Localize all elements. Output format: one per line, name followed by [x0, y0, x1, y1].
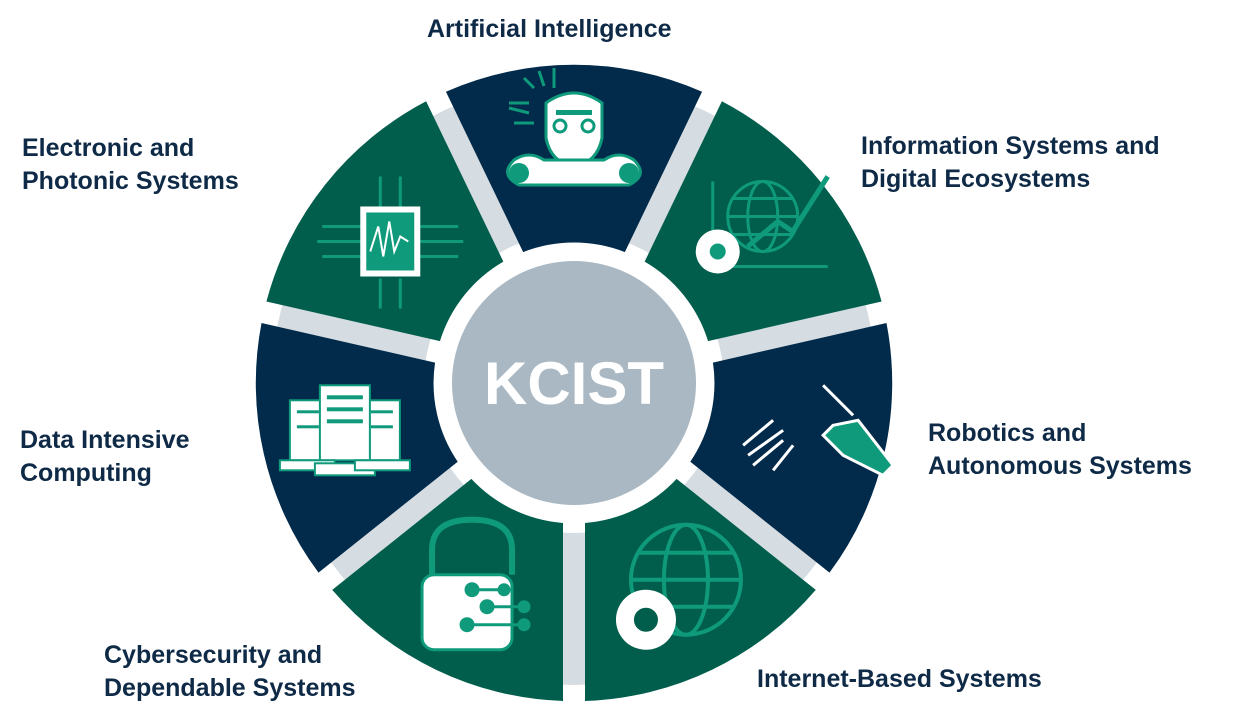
label-line: Robotics and — [928, 419, 1087, 447]
label-line: Autonomous Systems — [928, 452, 1192, 480]
center-label: KCIST — [484, 350, 664, 417]
padlock-icon — [420, 516, 531, 652]
label-line: Dependable Systems — [104, 674, 356, 702]
globe-gear-icon — [615, 522, 743, 650]
label-line: Computing — [20, 459, 152, 487]
label-line: Electronic and — [22, 134, 195, 162]
label-line: Information Systems and — [861, 132, 1160, 160]
segment-info — [644, 101, 882, 342]
center-circle — [452, 261, 696, 505]
robot-hand-icon — [742, 384, 896, 478]
label-line: Digital Ecosystems — [861, 165, 1091, 193]
label-internet: Internet-Based Systems — [757, 663, 1042, 696]
label-line: Photonic Systems — [22, 167, 239, 195]
robot-head-icon — [506, 68, 642, 187]
label-line: Cybersecurity and — [104, 641, 323, 669]
label-line: Internet-Based Systems — [757, 665, 1042, 693]
label-line: Artificial Intelligence — [427, 15, 672, 43]
label-ai: Artificial Intelligence — [427, 13, 672, 46]
chip-icon — [317, 176, 464, 309]
server-rack-icon — [278, 384, 411, 477]
globe-chart-gear-icon — [695, 175, 830, 274]
label-line: Data Intensive — [20, 426, 190, 454]
